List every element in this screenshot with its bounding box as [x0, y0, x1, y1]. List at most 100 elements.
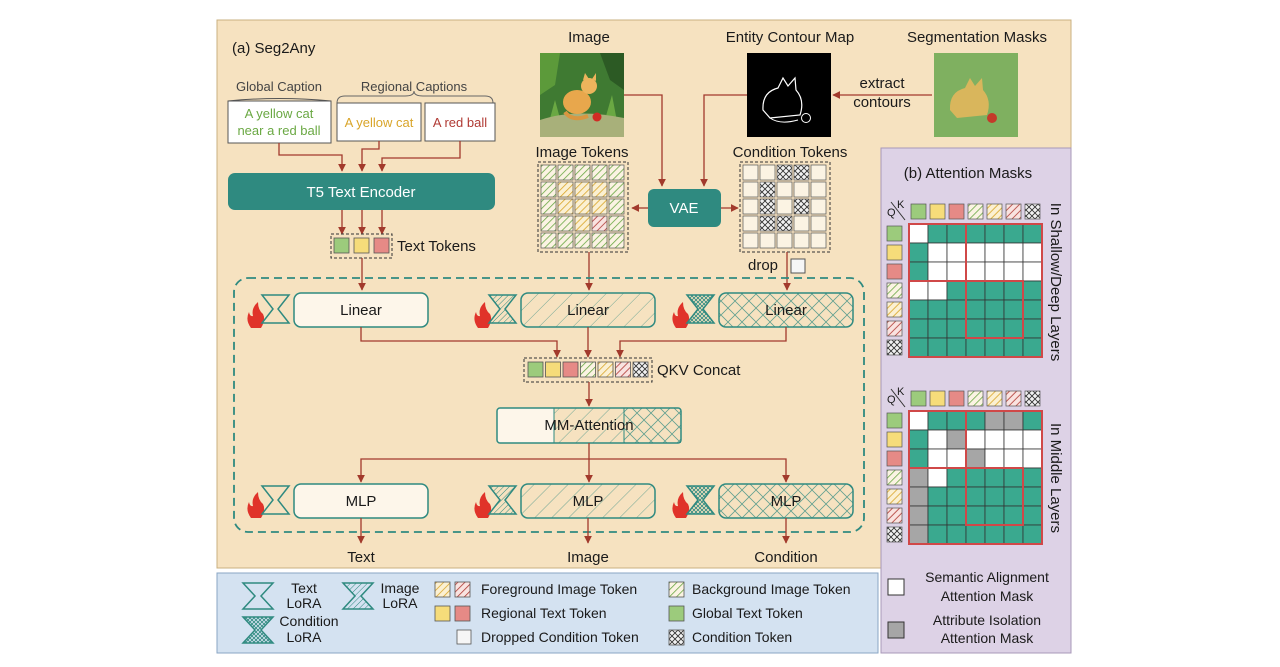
global-caption-line2: near a red ball — [237, 123, 320, 138]
global-caption-header: Global Caption — [236, 79, 322, 94]
mask-cell — [1022, 524, 1043, 545]
t5-text-encoder-label: T5 Text Encoder — [307, 184, 416, 201]
mask-cell — [908, 410, 929, 431]
condition-token-cell — [810, 164, 827, 181]
image-token-cell — [557, 164, 574, 181]
condition-token — [632, 361, 649, 378]
q-axis-condition-token — [886, 339, 903, 356]
condition-lora-icon — [685, 485, 716, 515]
mask-cell — [908, 318, 929, 339]
attribute-isolation-swatch — [887, 621, 905, 639]
mask-cell — [1003, 429, 1024, 450]
k-axis-foreground-image-token — [1005, 203, 1022, 220]
mask-cell — [984, 505, 1005, 526]
mask-cell — [946, 467, 967, 488]
condition-lora-icon — [685, 294, 716, 324]
image-token-cell — [608, 232, 625, 249]
output-condition-label: Condition — [754, 549, 817, 566]
drop-label: drop — [748, 257, 778, 274]
mask-cell — [984, 467, 1005, 488]
mask-cell — [1003, 223, 1024, 244]
image-token-cell — [540, 198, 557, 215]
condition-token-cell — [793, 232, 810, 249]
condition-token-cell — [759, 164, 776, 181]
mask-cell — [1003, 299, 1024, 320]
axis-divider — [890, 201, 906, 221]
k-axis-foreground-image-token — [1005, 390, 1022, 407]
mask-cell — [984, 261, 1005, 282]
text-mlp-group: MLP — [247, 483, 429, 519]
legend-foreground-image-token: Foreground Image Token — [481, 581, 637, 597]
image-token-cell — [574, 232, 591, 249]
regional-caption-2: A red ball — [433, 115, 487, 130]
condition-token-cell — [810, 232, 827, 249]
foreground-image-token — [615, 361, 631, 378]
image-token-cell — [557, 181, 574, 198]
image-token-cell — [540, 164, 557, 181]
mask-cell — [927, 486, 948, 507]
legend-semantic-line2: Attention Mask — [941, 588, 1035, 604]
mask-cell — [1003, 280, 1024, 301]
global-text-token — [333, 237, 350, 254]
seg-label: Segmentation Masks — [907, 29, 1047, 46]
mask-cell — [927, 280, 948, 301]
qkv-concat-frame — [523, 357, 653, 383]
mask-cell — [946, 337, 967, 358]
mask-cell — [946, 486, 967, 507]
mask-cell — [1022, 410, 1043, 431]
mask-cell — [927, 261, 948, 282]
k-axis-condition-token — [1024, 203, 1041, 220]
mask-cell — [965, 429, 986, 450]
mask-cell — [946, 524, 967, 545]
mask-cell — [1022, 261, 1043, 282]
image-token-cell — [591, 215, 608, 232]
legend-attribute-line1: Attribute Isolation — [933, 612, 1041, 628]
mask-cell — [984, 486, 1005, 507]
mask-cell — [908, 242, 929, 263]
legend-global-text-token: Global Text Token — [692, 605, 803, 621]
mask-cell — [965, 448, 986, 469]
mask-cell — [1022, 486, 1043, 507]
condition-token-cell — [793, 215, 810, 232]
image-lora-legend-icon — [341, 582, 375, 610]
mask-cell — [984, 337, 1005, 358]
k-axis-background-image-token — [967, 390, 984, 407]
encoder-to-tokens-arrows — [338, 210, 386, 235]
q-axis-foreground-image-token — [886, 301, 903, 318]
mask-cell — [984, 299, 1005, 320]
condition-token-cell — [793, 181, 810, 198]
foreground-image-token — [597, 361, 614, 378]
regional-text-token-yellow — [353, 237, 370, 254]
regional-text-token — [562, 361, 579, 378]
legend-semantic-line1: Semantic Alignment — [925, 569, 1049, 585]
q-axis-regional-text-token — [886, 431, 903, 448]
mask-cell — [946, 242, 967, 263]
attention-to-mlp-arrows — [357, 443, 790, 483]
condition-mlp-label: MLP — [771, 493, 802, 510]
mask-cell — [927, 318, 948, 339]
segmentation-masks — [934, 53, 1018, 137]
q-axis-global-text-token — [886, 412, 903, 429]
image-mlp-label: MLP — [573, 493, 604, 510]
matrix-frame — [908, 410, 1043, 545]
legend-image-lora-1: Image — [381, 580, 420, 596]
mask-cell — [946, 505, 967, 526]
mask-cell — [927, 299, 948, 320]
mask-cell — [908, 280, 929, 301]
mask-cell — [1022, 448, 1043, 469]
condition-token-cell — [810, 215, 827, 232]
condition-token-cell — [742, 198, 759, 215]
mask-cell — [946, 223, 967, 244]
mask-cell — [908, 337, 929, 358]
text-lora-icon — [260, 294, 291, 324]
mask-cell — [908, 448, 929, 469]
k-axis-foreground-image-token — [986, 203, 1003, 220]
vae-label: VAE — [670, 200, 699, 217]
q-axis-background-image-token — [886, 282, 903, 299]
image-token-cell — [608, 181, 625, 198]
k-axis-global-text-token — [910, 390, 927, 407]
q-axis-foreground-image-token — [886, 488, 903, 505]
text-tokens-label: Text Tokens — [397, 238, 476, 255]
text-lora-icon — [260, 485, 291, 515]
output-image-label: Image — [567, 549, 609, 566]
